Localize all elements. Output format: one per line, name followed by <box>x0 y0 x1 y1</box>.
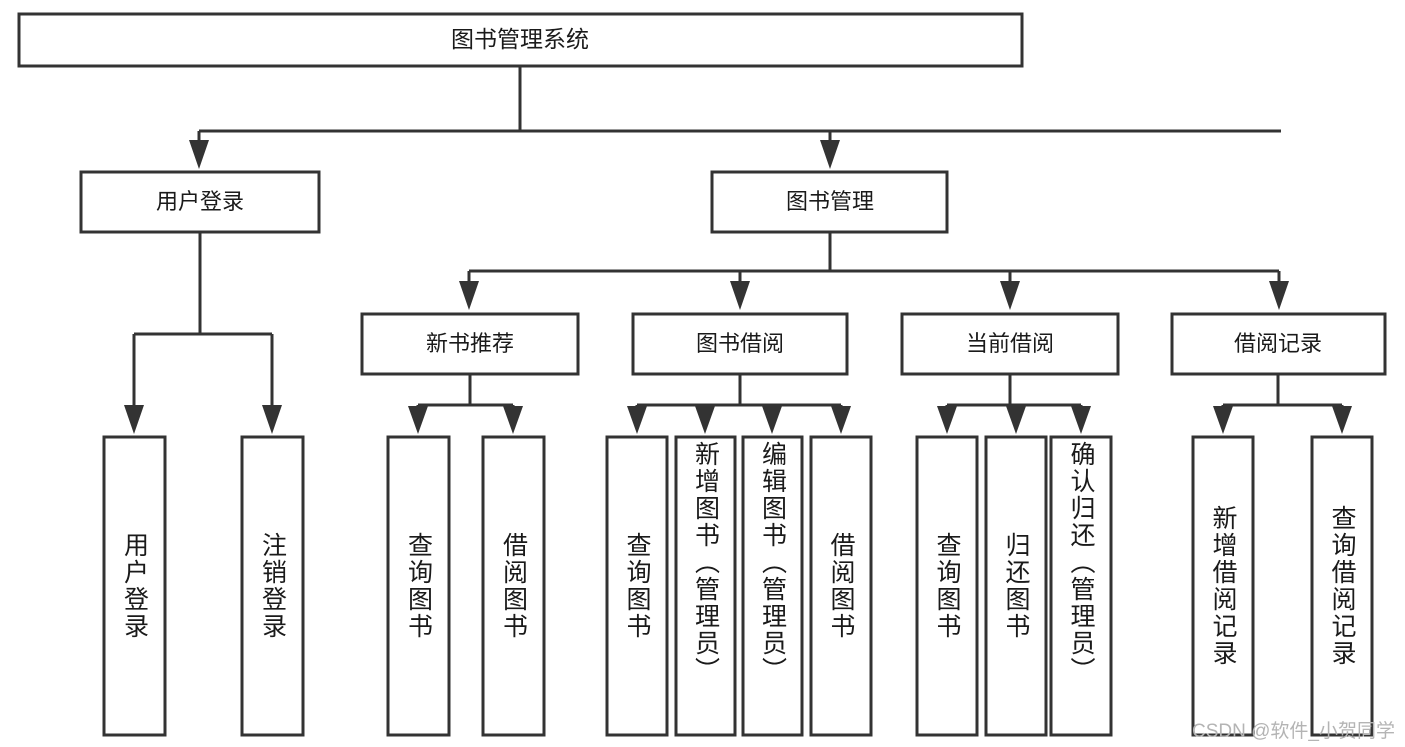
new-book-label: 新书推荐 <box>426 331 514 356</box>
node-new-book[interactable]: 新书推荐 <box>360 312 580 376</box>
arrow-to-borrow-record <box>1269 281 1289 310</box>
connector-root-to-level2 <box>189 66 1281 169</box>
connector-user-login-to-leaves <box>124 232 282 434</box>
connector-book-borrow-to-leaves <box>627 374 851 434</box>
leaf-box-record-query[interactable] <box>1310 435 1374 737</box>
book-manage-label: 图书管理 <box>786 189 874 214</box>
leaf-box-logout[interactable] <box>240 435 305 737</box>
book-borrow-label: 图书借阅 <box>696 331 784 356</box>
current-borrow-box[interactable] <box>900 312 1120 376</box>
node-current-borrow[interactable]: 当前借阅 <box>900 312 1120 376</box>
arrow-to-leaf-user-login <box>124 405 144 434</box>
arrow-to-user-login <box>189 140 209 169</box>
connector-borrow-record-to-leaves <box>1213 374 1352 434</box>
connector-current-borrow-to-leaves <box>937 374 1091 434</box>
leaf-box-user-login[interactable] <box>102 435 167 737</box>
node-book-borrow[interactable]: 图书借阅 <box>631 312 849 376</box>
node-borrow-record[interactable]: 借阅记录 <box>1170 312 1387 376</box>
node-user-login[interactable]: 用户登录 <box>79 170 321 234</box>
leaf-box-newbook-query[interactable] <box>386 435 451 737</box>
node-root[interactable]: 图书管理系统 <box>17 12 1024 68</box>
leaf-box-current-return[interactable] <box>984 435 1048 737</box>
connector-book-manage-to-level3 <box>459 232 1289 310</box>
connector-new-book-to-leaves <box>408 374 523 434</box>
leaf-box-borrow-add[interactable] <box>674 435 737 737</box>
leaf-box-borrow-lend[interactable] <box>809 435 873 737</box>
current-borrow-label: 当前借阅 <box>966 331 1054 356</box>
root-box[interactable] <box>17 12 1024 68</box>
leaf-box-current-query[interactable] <box>915 435 979 737</box>
root-label: 图书管理系统 <box>451 26 589 52</box>
arrow-to-new-book <box>459 281 479 310</box>
arrow-to-current-borrow <box>1000 281 1020 310</box>
leaf-box-newbook-borrow[interactable] <box>481 435 546 737</box>
borrow-record-label: 借阅记录 <box>1234 331 1322 356</box>
arrow-to-leaf-logout <box>262 405 282 434</box>
leaf-box-borrow-edit[interactable] <box>741 435 804 737</box>
new-book-box[interactable] <box>360 312 580 376</box>
leaf-box-borrow-query[interactable] <box>605 435 669 737</box>
leaf-box-current-confirm[interactable] <box>1049 435 1113 737</box>
user-login-box[interactable] <box>79 170 321 234</box>
arrow-to-book-borrow <box>730 281 750 310</box>
user-login-label: 用户登录 <box>156 189 244 214</box>
csdn-watermark: CSDN @软件_小贺同学 <box>1192 721 1395 742</box>
arrow-to-book-manage <box>820 140 840 169</box>
node-book-manage[interactable]: 图书管理 <box>710 170 949 234</box>
leaf-box-record-add[interactable] <box>1191 435 1255 737</box>
